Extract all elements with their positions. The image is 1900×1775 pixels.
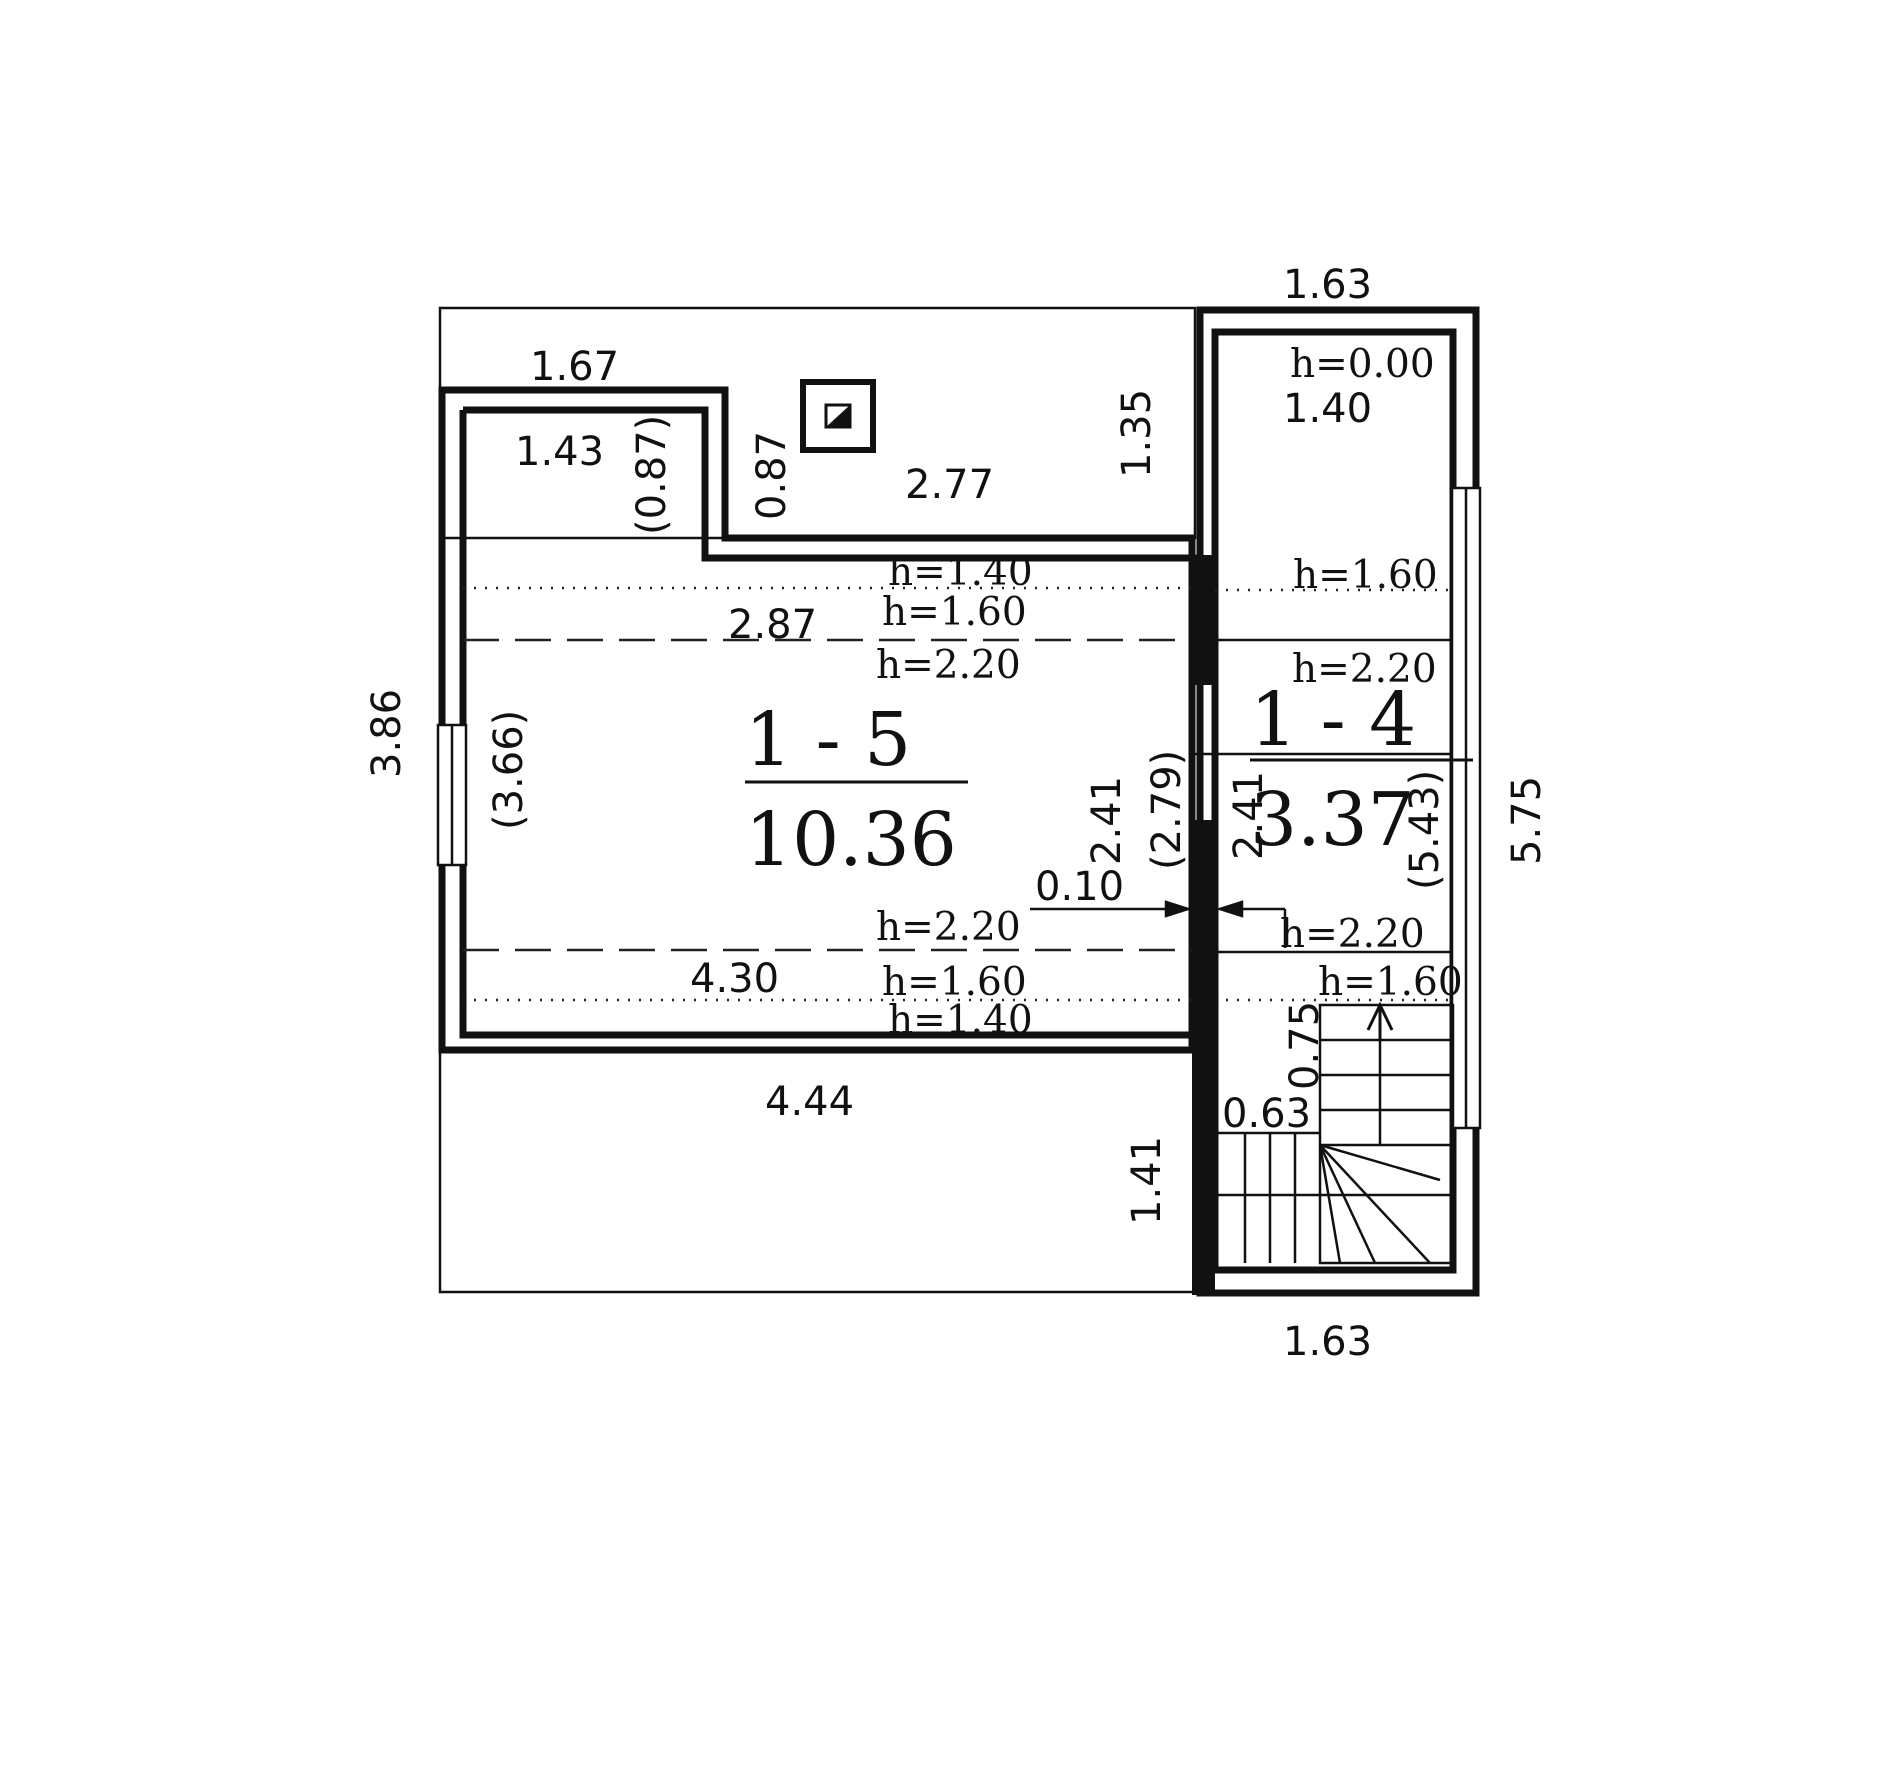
- partition-wall-top: [1192, 555, 1215, 685]
- dim-partition-left-inner: (2.79): [1144, 750, 1190, 870]
- dim-stair-width: 0.75: [1282, 1001, 1328, 1090]
- partition-thickness-arrows: [1030, 900, 1287, 948]
- dim-left-height-inner: (3.66): [486, 710, 532, 830]
- dim-bottom-height: 1.41: [1124, 1136, 1170, 1225]
- dim-top-right-width: 1.63: [1283, 262, 1372, 308]
- height-label-1-60-bottom: h=1.60: [882, 960, 1027, 1005]
- height-label-0-00: h=0.00: [1290, 342, 1435, 387]
- height-label-1-60-top: h=1.60: [882, 590, 1027, 635]
- dim-right-top-width: 1.40: [1283, 386, 1372, 432]
- main-room-outer-wall: [438, 386, 1196, 1054]
- dim-room-width-bottom: 4.30: [690, 956, 779, 1002]
- room-area-right: 3.37: [1250, 777, 1415, 863]
- dim-partition-left: 2.41: [1084, 776, 1130, 865]
- right-height-label-2-20-top: h=2.20: [1292, 647, 1437, 692]
- chimney-outer: [800, 379, 876, 453]
- main-room-inner-wall: [459, 406, 1198, 1039]
- dim-small-room-width: 1.43: [515, 429, 604, 475]
- dim-bottom-width: 4.44: [765, 1079, 854, 1125]
- outer-outline-top: [438, 306, 1197, 540]
- room-number-right: 1 - 4: [1250, 677, 1416, 763]
- dim-top-middle-width: 2.77: [905, 462, 994, 508]
- dim-partition-right: 2.41: [1226, 771, 1272, 860]
- dim-top-left-width: 1.67: [530, 344, 619, 390]
- dim-stair-depth: 0.63: [1222, 1091, 1311, 1137]
- dim-right-height: 5.75: [1504, 776, 1550, 865]
- height-label-2-20-bottom: h=2.20: [876, 905, 1021, 950]
- right-height-label-1-60-bottom: h=1.60: [1318, 960, 1463, 1005]
- height-label-1-40-bottom: h=1.40: [888, 998, 1033, 1043]
- right-height-label-2-20-bottom: h=2.20: [1280, 912, 1425, 957]
- height-label-2-20-top: h=2.20: [876, 643, 1021, 688]
- dim-right-height-inner: (5.43): [1402, 770, 1448, 890]
- dim-partition-thickness: 0.10: [1035, 864, 1124, 910]
- right-height-label-1-60-top: h=1.60: [1293, 553, 1438, 598]
- chimney-flue-icon: [826, 405, 850, 427]
- height-label-1-40-top: h=1.40: [888, 550, 1033, 595]
- dim-bottom-right-width: 1.63: [1283, 1319, 1372, 1365]
- room-number-main: 1 - 5: [745, 697, 911, 783]
- dim-chimney-offset: 0.87: [749, 431, 795, 520]
- dim-left-height: 3.86: [364, 689, 410, 778]
- partition-wall-bottom: [1192, 820, 1215, 1295]
- dim-small-room-height-inner: (0.87): [629, 415, 675, 535]
- room-area-main: 10.36: [745, 797, 957, 883]
- dim-top-middle-height: 1.35: [1114, 389, 1160, 478]
- stair-arrow-icon: [1366, 1001, 1394, 1040]
- dim-room-width-top: 2.87: [728, 602, 817, 648]
